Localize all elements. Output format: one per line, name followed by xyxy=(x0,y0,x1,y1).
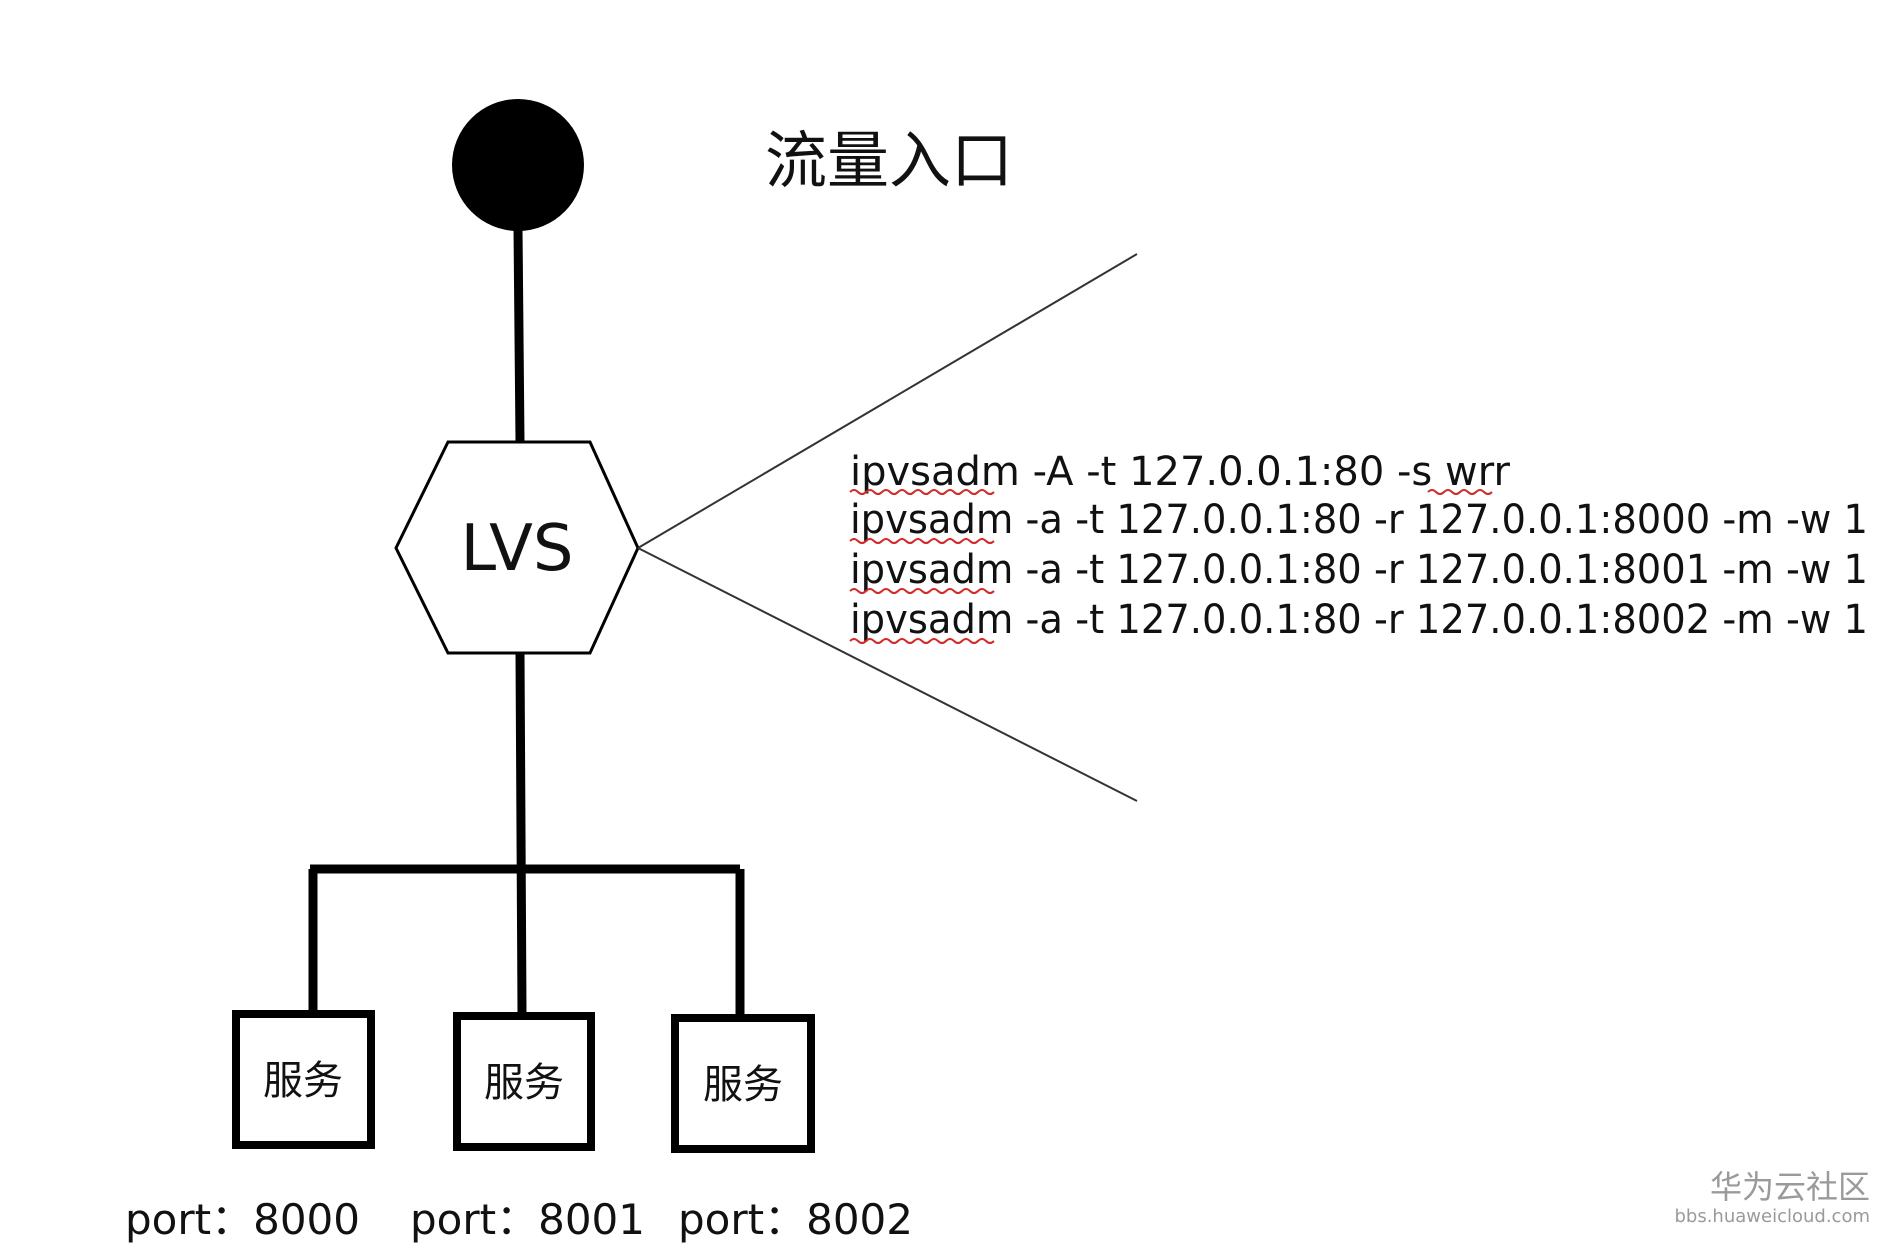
service-node-label: 服务 xyxy=(484,1060,564,1106)
lvs-label: LVS xyxy=(460,512,573,586)
lvs-to-bus-connector xyxy=(515,652,527,1014)
spellcheck-underline xyxy=(849,588,995,594)
entry-to-lvs-connector xyxy=(513,227,525,443)
command-line: ipvsadm -a -t 127.0.0.1:80 -r 127.0.0.1:… xyxy=(850,547,1868,593)
service-node-label: 服务 xyxy=(263,1058,343,1104)
watermark-url: bbs.huaweicloud.com xyxy=(1674,1206,1870,1227)
spellcheck-underline xyxy=(1427,489,1493,495)
traffic-entry-node xyxy=(452,99,584,231)
service-node-8001 xyxy=(453,1012,595,1151)
service-port-label: port：8001 xyxy=(410,1195,645,1244)
service-port-label: port：8000 xyxy=(125,1195,360,1244)
callout-line-lower xyxy=(637,547,1138,802)
spellcheck-underline xyxy=(849,489,995,495)
service-node-8000 xyxy=(232,1010,375,1149)
spellcheck-underlines xyxy=(849,489,1493,644)
lvs-node xyxy=(394,440,640,655)
callout-line-upper xyxy=(637,253,1138,549)
service-port-label: port：8002 xyxy=(678,1195,913,1244)
command-line: ipvsadm -a -t 127.0.0.1:80 -r 127.0.0.1:… xyxy=(850,597,1868,643)
spellcheck-underline xyxy=(849,638,995,644)
command-line: ipvsadm -A -t 127.0.0.1:80 -s wrr xyxy=(850,449,1510,495)
spellcheck-underline xyxy=(849,538,995,544)
watermark-title: 华为云社区 xyxy=(1710,1168,1870,1206)
traffic-entry-label: 流量入口 xyxy=(765,124,1013,197)
service-node-label: 服务 xyxy=(703,1062,783,1108)
service-node-8002 xyxy=(671,1014,815,1153)
command-line: ipvsadm -a -t 127.0.0.1:80 -r 127.0.0.1:… xyxy=(850,497,1868,543)
